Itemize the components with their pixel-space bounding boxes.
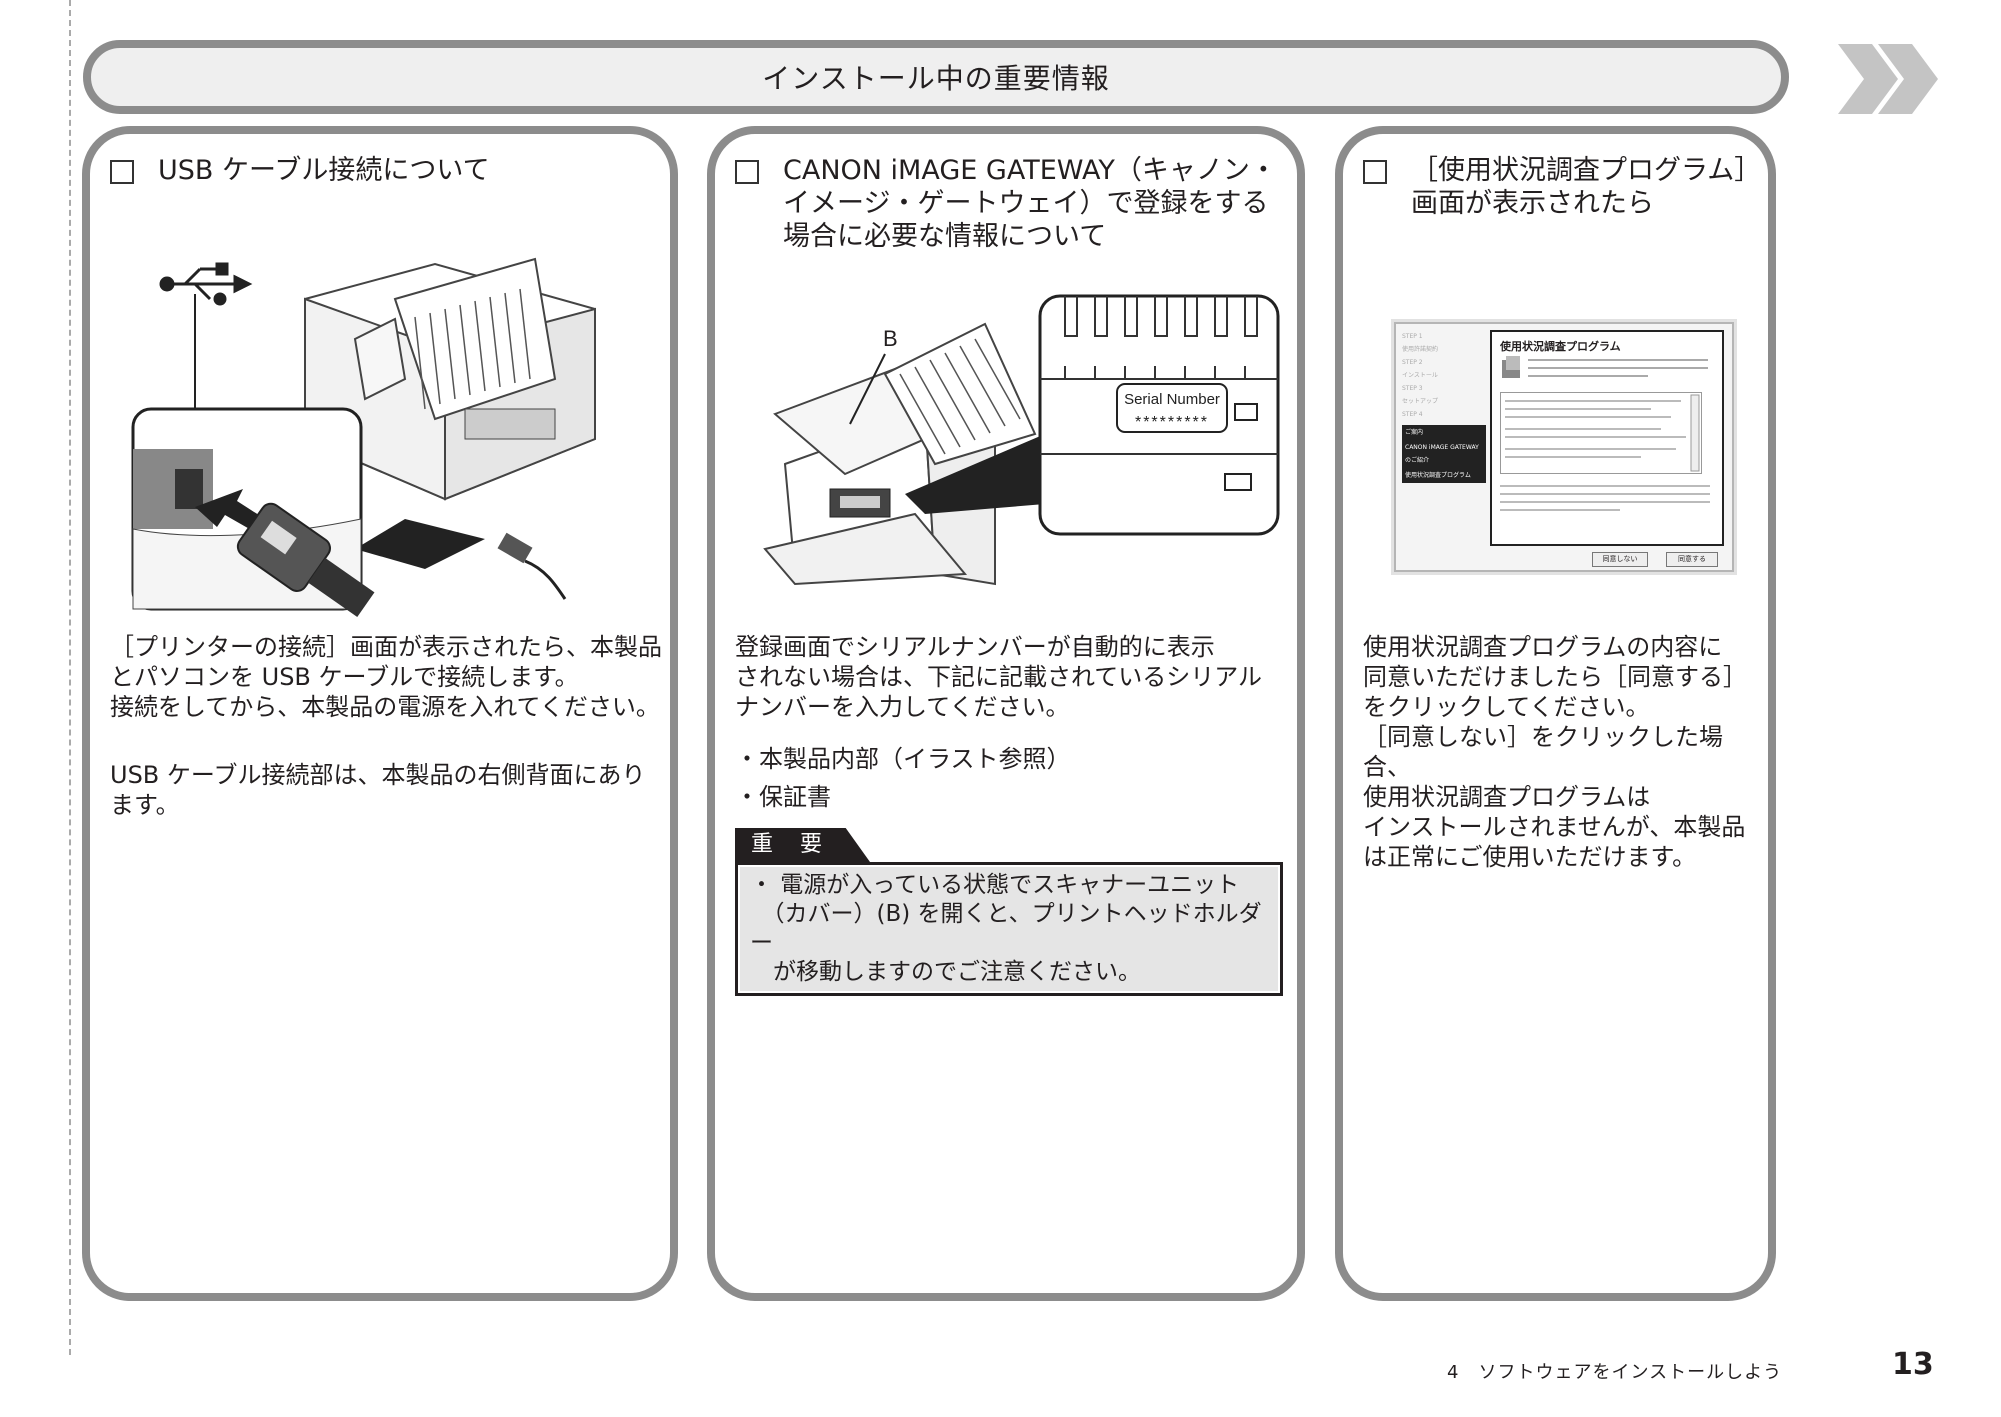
dialog-content: 使用状況調査プログラム bbox=[1490, 330, 1724, 546]
heading-text: ［使用状況調査プログラム］ 画面が表示されたら bbox=[1411, 155, 1762, 219]
program-icon bbox=[1502, 356, 1520, 378]
usb-connection-illustration bbox=[131, 257, 596, 618]
dialog-sidebar: STEP 1 使用許諾契約 STEP 2 インストール STEP 3 セットアッ… bbox=[1402, 330, 1486, 560]
usb-location-text: USB ケーブル接続部は、本製品の右側背面にあり ます。 bbox=[110, 761, 646, 819]
important-text: ・ 電源が入っている状態でスキャナーユニット （カバー）(B) を開くと、プリン… bbox=[735, 862, 1283, 996]
checkbox-icon bbox=[1363, 160, 1387, 184]
checkbox-icon bbox=[110, 160, 134, 184]
sidebar-subitem: 使用状況調査プログラム bbox=[1402, 468, 1486, 483]
heading-text: USB ケーブル接続について bbox=[158, 155, 490, 186]
sidebar-item: STEP 3 bbox=[1402, 385, 1423, 392]
agree-button[interactable]: 同意する bbox=[1666, 552, 1718, 567]
sidebar-item: セットアップ bbox=[1402, 398, 1439, 405]
notice-text-lines bbox=[1500, 485, 1710, 511]
sidebar-subitem: CANON iMAGE GATEWAY のご紹介 bbox=[1402, 440, 1486, 468]
important-note: 重 要 ・ 電源が入っている状態でスキャナーユニット （カバー）(B) を開くと… bbox=[735, 828, 1283, 996]
label-b: B bbox=[883, 326, 898, 351]
dialog-title: 使用状況調査プログラム bbox=[1500, 340, 1621, 353]
checkbox-icon bbox=[735, 160, 759, 184]
serial-number-value: ********* bbox=[1135, 414, 1209, 431]
agreement-text-area bbox=[1500, 392, 1702, 474]
panel-heading: USB ケーブル接続について bbox=[110, 154, 490, 187]
description-text-lines bbox=[1528, 359, 1708, 377]
sidebar-item-selected: ご案内 bbox=[1402, 425, 1486, 440]
survey-dialog-screenshot: STEP 1 使用許諾契約 STEP 2 インストール STEP 3 セットアッ… bbox=[1394, 322, 1734, 572]
panel-heading: ［使用状況調査プログラム］ 画面が表示されたら bbox=[1363, 154, 1761, 220]
sidebar-item: 使用許諾契約 bbox=[1402, 346, 1439, 353]
page-number: 13 bbox=[1892, 1347, 1934, 1382]
section-title: インストール中の重要情報 bbox=[762, 62, 1110, 95]
serial-location-list: 本製品内部（イラスト参照） 保証書 bbox=[735, 740, 1071, 816]
serial-instruction-text: 登録画面でシリアルナンバーが自動的に表示 されない場合は、下記に記載されているシ… bbox=[735, 633, 1263, 721]
panel-heading: CANON iMAGE GATEWAY（キャノン・ イメージ・ゲートウェイ）で登… bbox=[735, 154, 1277, 253]
sidebar-item: STEP 4 bbox=[1402, 411, 1423, 418]
usb-instruction-text: ［プリンターの接続］画面が表示されたら、本製品 とパソコンを USB ケーブルで… bbox=[110, 633, 662, 721]
footer-section-title: 4 ソフトウェアをインストールしよう bbox=[1447, 1362, 1783, 1383]
panel-usage-survey: ［使用状況調査プログラム］ 画面が表示されたら STEP 1 使用許諾契約 ST… bbox=[1335, 126, 1776, 1301]
survey-instruction-text: 使用状況調査プログラムの内容に 同意いただけましたら［同意する］ をクリックして… bbox=[1363, 633, 1747, 871]
sidebar-item: STEP 1 bbox=[1402, 333, 1423, 340]
sidebar-item: インストール bbox=[1402, 372, 1438, 379]
list-item: 本製品内部（イラスト参照） bbox=[735, 740, 1071, 778]
panel-image-gateway: CANON iMAGE GATEWAY（キャノン・ イメージ・ゲートウェイ）で登… bbox=[707, 126, 1305, 1301]
agreement-text-lines bbox=[1505, 394, 1700, 472]
section-header: インストール中の重要情報 bbox=[83, 40, 1789, 114]
important-label: 重 要 bbox=[735, 828, 870, 862]
disagree-button[interactable]: 同意しない bbox=[1592, 552, 1648, 567]
list-item: 保証書 bbox=[735, 778, 1071, 816]
next-page-chevron-icon bbox=[1838, 44, 1938, 114]
heading-text: CANON iMAGE GATEWAY（キャノン・ イメージ・ゲートウェイ）で登… bbox=[783, 155, 1277, 252]
panel-usb-connection: USB ケーブル接続について bbox=[82, 126, 678, 1301]
cut-line bbox=[69, 0, 71, 1355]
sidebar-item: STEP 2 bbox=[1402, 359, 1423, 366]
serial-number-label: Serial Number bbox=[1124, 391, 1220, 408]
serial-number-illustration: B Serial Number ********* bbox=[763, 294, 1280, 586]
